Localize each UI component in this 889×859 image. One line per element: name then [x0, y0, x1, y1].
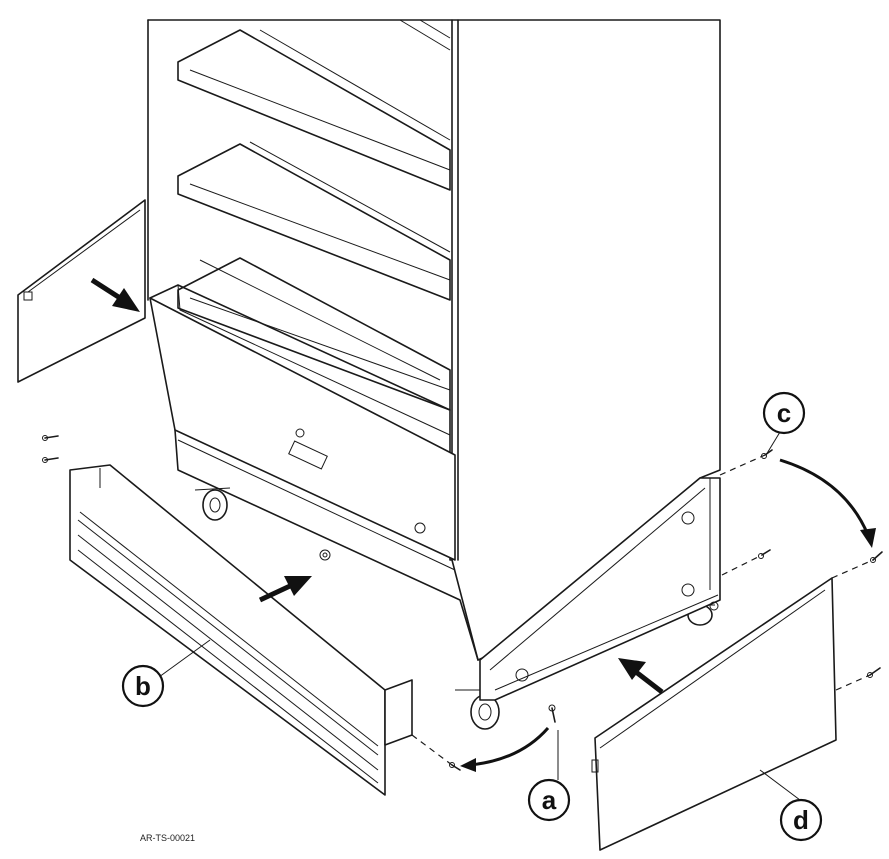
kick-plate-b [69, 464, 413, 796]
left-side-panel [17, 199, 146, 383]
callout-a-label: a [542, 785, 557, 815]
callout-d-label: d [793, 805, 809, 835]
caster-left [194, 487, 231, 521]
callout-a: a [527, 778, 571, 822]
shelf-2 [177, 141, 451, 301]
shelf-1 [177, 29, 451, 191]
arrow-left-panel [90, 277, 140, 312]
callout-c: c [762, 391, 806, 435]
arrow-kick-plate [258, 576, 312, 603]
document-id: AR-TS-00021 [140, 833, 196, 843]
cabinet-base [149, 284, 715, 730]
motion-arrows [90, 277, 876, 772]
callout-c-label: c [777, 398, 791, 428]
arrow-side-panel [618, 658, 664, 694]
display-cabinet [147, 19, 721, 730]
side-panel-d [591, 577, 837, 851]
callout-b: b [121, 664, 165, 708]
curved-arrow-a [460, 727, 550, 772]
curved-arrow-c [779, 458, 876, 548]
shelf-3 [177, 257, 451, 411]
side-base-bracket [479, 477, 721, 701]
callout-d: d [779, 798, 823, 842]
alignment-lines [411, 454, 874, 766]
callout-b-label: b [135, 671, 151, 701]
